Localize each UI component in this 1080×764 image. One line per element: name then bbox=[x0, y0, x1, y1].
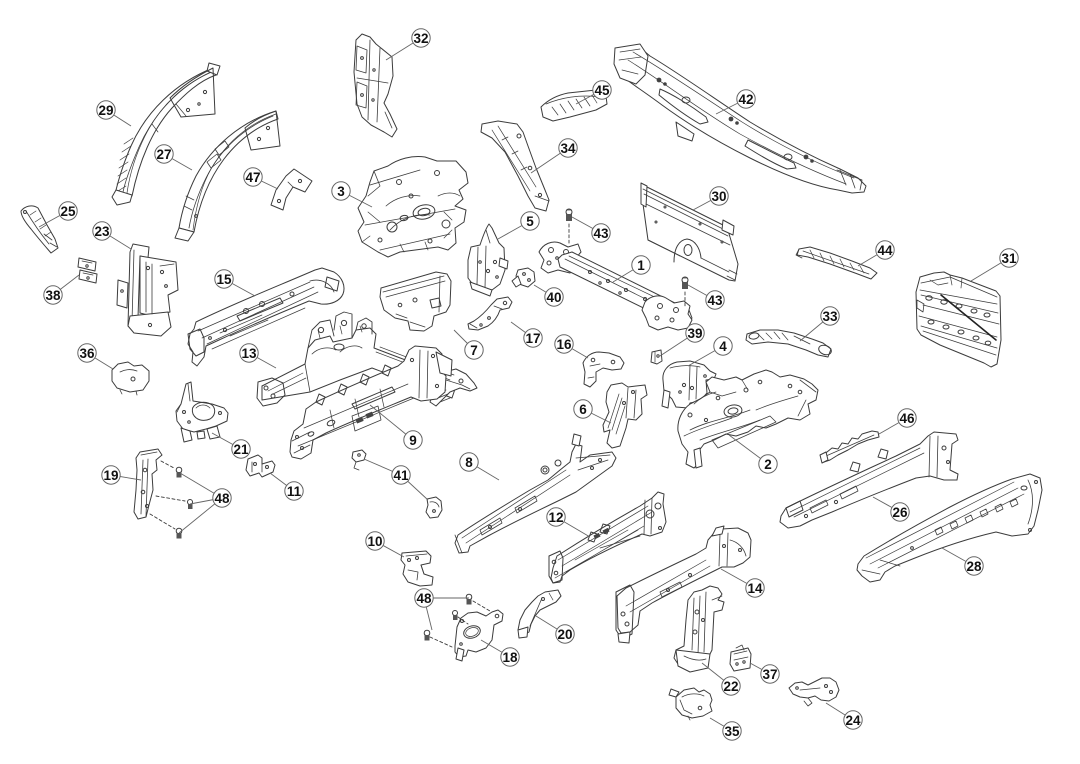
svg-text:11: 11 bbox=[287, 484, 302, 499]
svg-text:20: 20 bbox=[557, 627, 572, 642]
svg-text:25: 25 bbox=[60, 204, 76, 219]
svg-text:1: 1 bbox=[637, 258, 645, 273]
svg-text:44: 44 bbox=[877, 243, 893, 258]
svg-text:26: 26 bbox=[892, 505, 908, 520]
svg-text:13: 13 bbox=[241, 346, 257, 361]
svg-text:41: 41 bbox=[393, 468, 409, 483]
svg-text:31: 31 bbox=[1001, 251, 1017, 266]
svg-text:9: 9 bbox=[409, 433, 417, 448]
svg-text:40: 40 bbox=[546, 290, 561, 305]
svg-text:19: 19 bbox=[103, 468, 118, 483]
svg-text:18: 18 bbox=[502, 650, 518, 665]
svg-text:6: 6 bbox=[579, 402, 587, 417]
svg-text:46: 46 bbox=[899, 411, 915, 426]
svg-text:17: 17 bbox=[525, 331, 540, 346]
svg-text:15: 15 bbox=[216, 272, 232, 287]
svg-text:10: 10 bbox=[367, 534, 382, 549]
svg-text:16: 16 bbox=[556, 337, 572, 352]
svg-text:24: 24 bbox=[845, 713, 861, 728]
svg-text:21: 21 bbox=[233, 442, 249, 457]
svg-text:12: 12 bbox=[548, 510, 563, 525]
svg-text:45: 45 bbox=[594, 83, 610, 98]
svg-text:35: 35 bbox=[724, 724, 740, 739]
svg-text:48: 48 bbox=[416, 591, 432, 606]
svg-text:32: 32 bbox=[413, 31, 428, 46]
svg-text:28: 28 bbox=[966, 559, 982, 574]
svg-text:36: 36 bbox=[79, 346, 95, 361]
svg-text:4: 4 bbox=[719, 339, 727, 354]
svg-text:14: 14 bbox=[747, 581, 763, 596]
svg-text:43: 43 bbox=[707, 293, 723, 308]
svg-text:39: 39 bbox=[687, 326, 702, 341]
svg-text:42: 42 bbox=[738, 92, 753, 107]
svg-text:22: 22 bbox=[723, 679, 738, 694]
svg-text:47: 47 bbox=[245, 170, 260, 185]
svg-text:43: 43 bbox=[593, 226, 609, 241]
svg-text:8: 8 bbox=[465, 455, 473, 470]
svg-text:33: 33 bbox=[822, 309, 838, 324]
svg-text:34: 34 bbox=[560, 141, 576, 156]
svg-text:48: 48 bbox=[214, 491, 230, 506]
svg-text:29: 29 bbox=[98, 103, 113, 118]
svg-text:37: 37 bbox=[762, 667, 777, 682]
svg-text:2: 2 bbox=[764, 457, 772, 472]
svg-text:38: 38 bbox=[45, 288, 61, 303]
svg-text:5: 5 bbox=[526, 214, 534, 229]
svg-text:7: 7 bbox=[470, 343, 478, 358]
svg-text:30: 30 bbox=[711, 189, 726, 204]
svg-text:27: 27 bbox=[156, 147, 171, 162]
svg-text:3: 3 bbox=[337, 184, 345, 199]
svg-text:23: 23 bbox=[94, 224, 110, 239]
